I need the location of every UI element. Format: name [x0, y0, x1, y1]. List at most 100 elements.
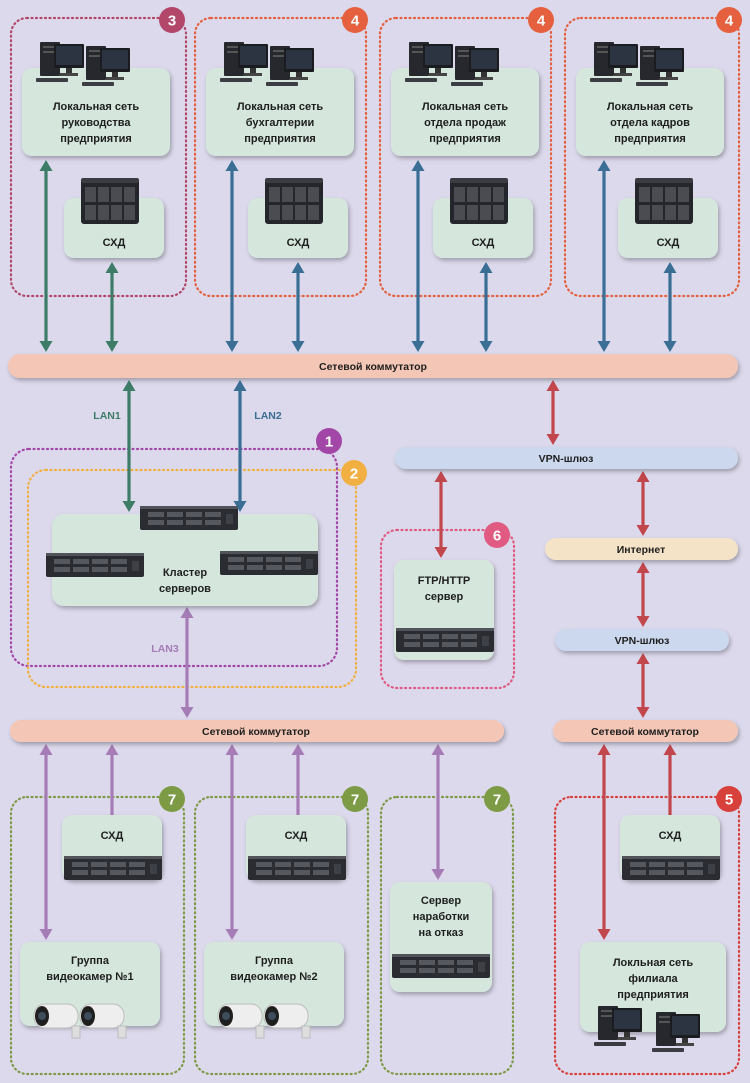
vpn-gateway-1 [395, 447, 738, 469]
storage-label: СХД [657, 237, 680, 249]
lan1-label: LAN1 [93, 410, 121, 422]
arrow-head-down [636, 525, 650, 536]
badge-3-label: 3 [168, 13, 176, 30]
arrow-head-up [479, 262, 493, 273]
arrow-head-up [180, 607, 194, 618]
cam-boundary-7a [9, 795, 186, 1076]
arrow-head-up [597, 160, 611, 171]
failover-label-line-2: наработки [413, 911, 470, 923]
arrow-head-down [597, 341, 611, 352]
failover-server: Сервер наработки на отказ [390, 882, 492, 992]
badge-6: 6 [484, 522, 510, 548]
top-group-3: Локальная сеть руководства предприятия С… [22, 42, 170, 258]
main-switch-label: Сетевой коммутатор [319, 361, 427, 373]
top-group-4b: Локальная сеть отдела продаж предприятия… [391, 42, 539, 258]
lan-label-line-3: предприятия [60, 133, 132, 145]
arrow-head-down [180, 707, 194, 718]
cluster-label-line-2: серверов [159, 583, 211, 595]
boundaries [9, 16, 741, 1076]
camera-group-label-line-1: Группа [71, 955, 110, 967]
lan-box [576, 68, 724, 156]
lan-label-line-3: предприятия [244, 133, 316, 145]
badge-7b: 7 [342, 786, 368, 812]
arrow-head-up [636, 653, 650, 664]
arrow-head-up [663, 744, 677, 755]
arrow-head-up [105, 744, 119, 755]
arrow-head-up [663, 262, 677, 273]
cluster-box [52, 514, 318, 606]
lan-box [391, 68, 539, 156]
arrow-head-up [225, 744, 239, 755]
storage-label: СХД [659, 830, 682, 842]
arrow-head-up [434, 471, 448, 482]
badge-5-label: 5 [725, 792, 733, 809]
badge-7c: 7 [484, 786, 510, 812]
internet-node [545, 538, 738, 560]
cluster-boundary-2 [26, 468, 358, 689]
lan-label-line-2: бухгалтерии [246, 117, 314, 129]
storage-label: СХД [103, 237, 126, 249]
group-boundary-4a [193, 16, 368, 298]
badge-5: 5 [716, 786, 742, 812]
bottom-right-switch-label: Сетевой коммутатор [591, 726, 699, 738]
badge-4b-label: 4 [537, 13, 546, 30]
lan-label-line-1: Локальная сеть [53, 101, 140, 113]
branch-label-line-2: филиала [628, 973, 678, 985]
arrow-head-up [636, 562, 650, 573]
server-cluster: Кластер серверов [46, 506, 318, 606]
group-boundary-4c [563, 16, 741, 298]
cluster-boundary-1 [9, 447, 339, 668]
cam-boundary-7b [193, 795, 370, 1076]
arrow-head-up [597, 744, 611, 755]
vpn-gateway-1-label: VPN-шлюз [539, 453, 594, 465]
ftp-label-line-2: сервер [425, 591, 464, 603]
top-group-4a: Локальная сеть бухгалтерии предприятия С… [206, 42, 354, 258]
arrow-head-down [39, 929, 53, 940]
badge-4b: 4 [528, 7, 554, 33]
arrow-head-down [636, 707, 650, 718]
badge-2-label: 2 [350, 466, 358, 483]
arrow-head-down [546, 434, 560, 445]
arrow-head-up [233, 380, 247, 391]
badges: 3 4 4 4 1 2 6 7 7 7 5 [159, 7, 742, 812]
bottom-left-switch-label: Сетевой коммутатор [202, 726, 310, 738]
group-boundary-4b [378, 16, 553, 298]
arrow-head-up [546, 380, 560, 391]
badge-3: 3 [159, 7, 185, 33]
arrow-head-down [225, 341, 239, 352]
vpn-gateway-2 [555, 629, 729, 651]
badge-4c-label: 4 [725, 13, 734, 30]
lan-label-line-1: Локальная сеть [237, 101, 324, 113]
badge-1-label: 1 [325, 434, 333, 451]
arrow-head-down [431, 869, 445, 880]
lan2-label: LAN2 [254, 410, 282, 422]
arrow-head-down [597, 929, 611, 940]
camera-group-1: СХД Группа видеокамер №1 [20, 815, 162, 1039]
failover-boundary-7 [379, 795, 515, 1076]
arrow-head-up [225, 160, 239, 171]
arrow-head-down [233, 501, 247, 512]
badge-7a-label: 7 [168, 792, 176, 809]
arrow-head-down [663, 341, 677, 352]
branch-label-line-1: Локльная сеть [613, 957, 694, 969]
arrow-head-up [39, 744, 53, 755]
failover-label-line-3: на отказ [419, 927, 464, 939]
top-group-4c: Локальная сеть отдела кадров предприятия… [576, 42, 724, 258]
lan-label-line-1: Локальная сеть [607, 101, 694, 113]
camera-group-label-line-2: видеокамер №1 [46, 971, 133, 983]
bottom-right-switch [553, 720, 738, 742]
ftp-boundary-6 [379, 528, 516, 690]
arrow-head-down [291, 341, 305, 352]
lan-label-line-2: отдела продаж [424, 117, 506, 129]
cluster-label-line-1: Кластер [163, 567, 207, 579]
badge-4a-label: 4 [351, 13, 360, 30]
ftp-label-line-1: FTP/HTTP [418, 575, 471, 587]
arrow-head-down [434, 547, 448, 558]
lan-label-line-3: предприятия [429, 133, 501, 145]
storage-label: СХД [287, 237, 310, 249]
lan-label-line-2: отдела кадров [610, 117, 690, 129]
arrow-head-down [225, 929, 239, 940]
storage-label: СХД [101, 830, 124, 842]
branch-network: СХД Локльная сеть филиала предприятия [580, 815, 726, 1052]
main-network-switch [8, 354, 738, 378]
